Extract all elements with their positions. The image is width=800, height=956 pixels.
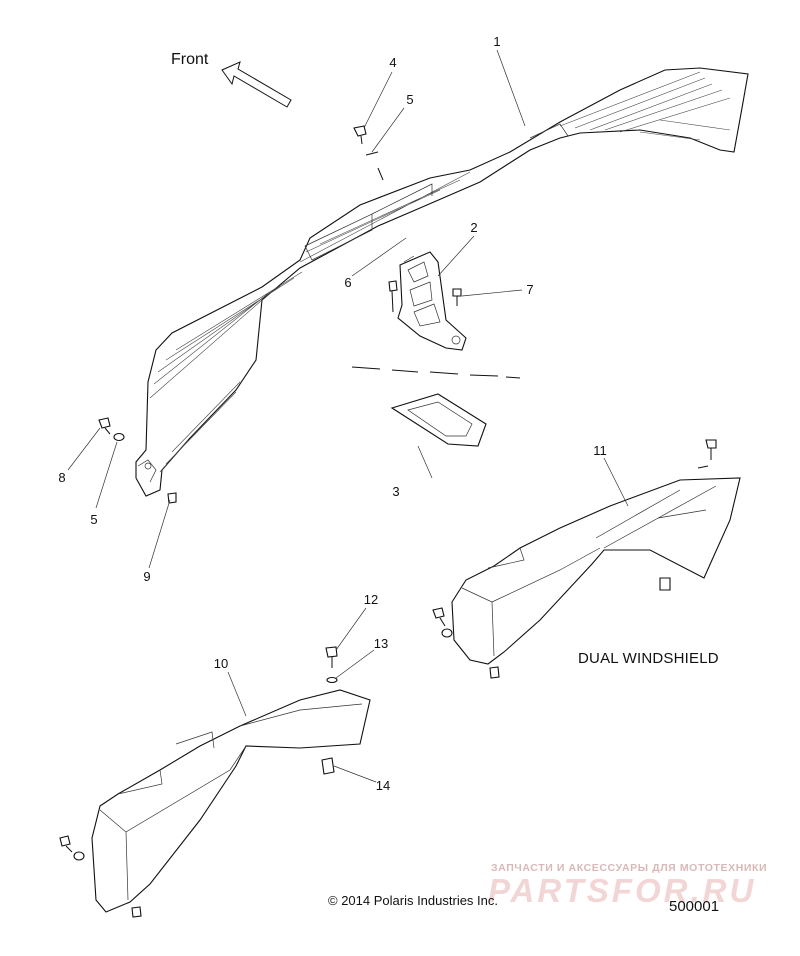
copyright-text: © 2014 Polaris Industries Inc. (328, 893, 498, 908)
figure-id: 500001 (669, 898, 720, 915)
callout-13: 13 (373, 636, 389, 651)
part-6-screw (388, 280, 398, 313)
callout-14: 14 (375, 778, 391, 793)
part-5-washer (365, 151, 384, 181)
part-4-screw (353, 125, 367, 145)
callout-5-top: 5 (406, 92, 414, 107)
part-11-side-panel (432, 439, 741, 679)
leader-lines (67, 49, 629, 783)
callout-2: 2 (470, 220, 478, 235)
part-3-gasket (390, 393, 487, 447)
part-2-bracket (397, 251, 467, 351)
variant-label: DUAL WINDSHIELD (578, 650, 719, 667)
watermark-brand: PARTSFOR.RU (488, 872, 757, 909)
callout-4: 4 (389, 55, 397, 70)
callout-5-left: 5 (90, 512, 98, 527)
callout-8: 8 (58, 470, 66, 485)
part-5-washer-left (113, 432, 125, 442)
callout-12: 12 (363, 592, 379, 607)
callout-1: 1 (493, 34, 501, 49)
callout-6: 6 (344, 275, 352, 290)
front-label: Front (171, 51, 209, 68)
part-10-side-panel (59, 646, 371, 918)
callout-10: 10 (213, 656, 229, 671)
part-7-screw (452, 288, 462, 306)
callout-11: 11 (593, 443, 607, 458)
callout-3: 3 (392, 484, 400, 499)
callout-9: 9 (143, 569, 151, 584)
section-divider (351, 366, 521, 379)
part-8-screw (98, 417, 111, 435)
part-1-roof-bar (135, 67, 749, 497)
front-arrow-icon (221, 61, 292, 108)
callout-7: 7 (526, 282, 534, 297)
watermark-tagline: ЗАПЧАСТИ И АКСЕССУАРЫ ДЛЯ МОТОТЕХНИКИ (491, 862, 768, 874)
